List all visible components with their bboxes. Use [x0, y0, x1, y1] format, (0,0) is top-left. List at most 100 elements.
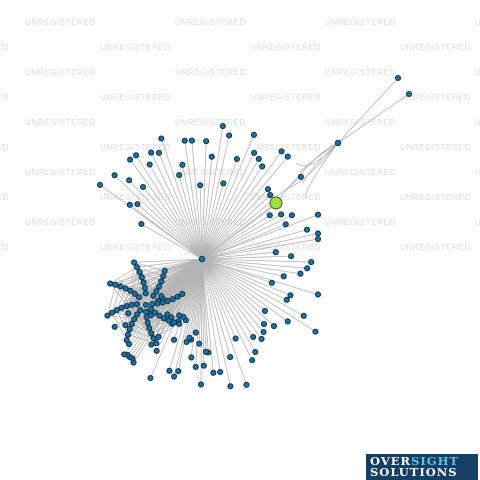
watermark-text: UNREGISTERED [400, 93, 471, 102]
graph-node [192, 363, 199, 370]
hub-edge [137, 203, 203, 260]
graph-node [268, 279, 275, 286]
watermark-text: UNREGISTERED [0, 143, 9, 152]
cluster-node [131, 316, 138, 323]
cluster-edge [120, 286, 152, 334]
watermark-text: UNREGISTERED [25, 118, 96, 127]
hub-edge [182, 164, 203, 260]
cluster-node [174, 293, 181, 300]
hub-edge [201, 258, 253, 361]
hub-edge [141, 223, 203, 260]
graph-node [266, 212, 273, 219]
cluster-node [143, 308, 150, 316]
graph-node [200, 362, 207, 369]
watermark-text: UNREGISTERED [400, 243, 471, 252]
watermark-text: UNREGISTERED [100, 243, 171, 252]
cluster-node [176, 320, 183, 327]
hub-edge [201, 166, 263, 260]
cluster-node [131, 259, 138, 266]
graph-node [196, 340, 203, 347]
hub-edge [201, 251, 276, 260]
cluster-hub-edge [134, 258, 203, 263]
cluster-node [134, 301, 141, 308]
hub-edge [201, 188, 269, 260]
cluster-hub-edge [173, 258, 203, 323]
logo-over-text: OVER [370, 454, 412, 468]
hub-edge [201, 214, 282, 260]
hub-edge [201, 214, 293, 260]
cluster-node [136, 294, 143, 301]
hub-edge [173, 258, 203, 377]
cluster-hub-edge [163, 258, 203, 277]
hub-edge [201, 258, 256, 353]
graph-node [122, 322, 129, 329]
cluster-node [123, 337, 130, 344]
hub-edge [201, 255, 292, 260]
graph-node [138, 220, 145, 228]
hub-edge [201, 229, 308, 260]
cluster-node [117, 283, 124, 290]
graph-node [284, 318, 291, 325]
graph-node [267, 191, 274, 199]
cluster-edge [164, 270, 178, 297]
graph-node [250, 131, 257, 138]
cluster-node [138, 274, 145, 281]
watermark-text: UNREGISTERED [0, 93, 9, 102]
hub-edge [201, 258, 288, 322]
hub-edge [201, 156, 289, 260]
cluster-node [136, 269, 143, 276]
graph-node [278, 211, 285, 218]
hub-edge [201, 151, 282, 260]
graph-node [278, 148, 285, 155]
watermark-text: UNREGISTERED [25, 168, 96, 177]
watermark-text: UNREGISTERED [475, 18, 480, 27]
watermark-text: UNREGISTERED [325, 218, 396, 227]
hub-edge [201, 258, 262, 340]
graph-node [260, 328, 267, 336]
watermark-text: UNREGISTERED [175, 68, 246, 77]
bundle-edge [305, 142, 339, 199]
cluster-node [142, 290, 149, 297]
cluster-node [148, 330, 155, 337]
hub-edge [201, 238, 319, 260]
graph-node [312, 328, 319, 335]
graph-node [314, 230, 322, 237]
cluster-node [160, 315, 168, 322]
cluster-node [113, 306, 120, 314]
cluster-node [147, 306, 154, 313]
graph-node [126, 177, 133, 184]
cluster-node [140, 279, 147, 286]
cluster-node [112, 281, 119, 288]
graph-node [146, 161, 153, 168]
sub-hub-node [334, 139, 342, 147]
hub-edge [201, 183, 224, 260]
graph-node [197, 381, 205, 388]
hub-edge [201, 258, 291, 296]
watermark-text: UNREGISTERED [0, 243, 9, 252]
graph-node [261, 307, 268, 314]
graph-node [255, 155, 262, 162]
graph-node [171, 373, 178, 380]
graph-node [249, 357, 256, 364]
watermark-text: UNREGISTERED [250, 93, 321, 102]
graph-node [155, 149, 162, 156]
cluster-node [153, 288, 160, 295]
graph-node [282, 221, 289, 228]
graph-node [303, 226, 311, 233]
cluster-node [108, 309, 116, 316]
hub-edge [201, 125, 224, 260]
graph-node [155, 333, 162, 341]
graph-node [314, 211, 322, 218]
cluster-node [164, 297, 171, 305]
graph-node [250, 333, 257, 341]
graph-node [111, 172, 118, 179]
hub-edge [200, 258, 203, 385]
graph-node [217, 368, 224, 376]
cluster-hub-edge [156, 258, 203, 292]
cluster-node [123, 303, 130, 310]
graph-node [258, 335, 265, 342]
hub-edge [201, 258, 275, 327]
cluster-edge [141, 277, 170, 321]
graph-node [158, 135, 165, 142]
